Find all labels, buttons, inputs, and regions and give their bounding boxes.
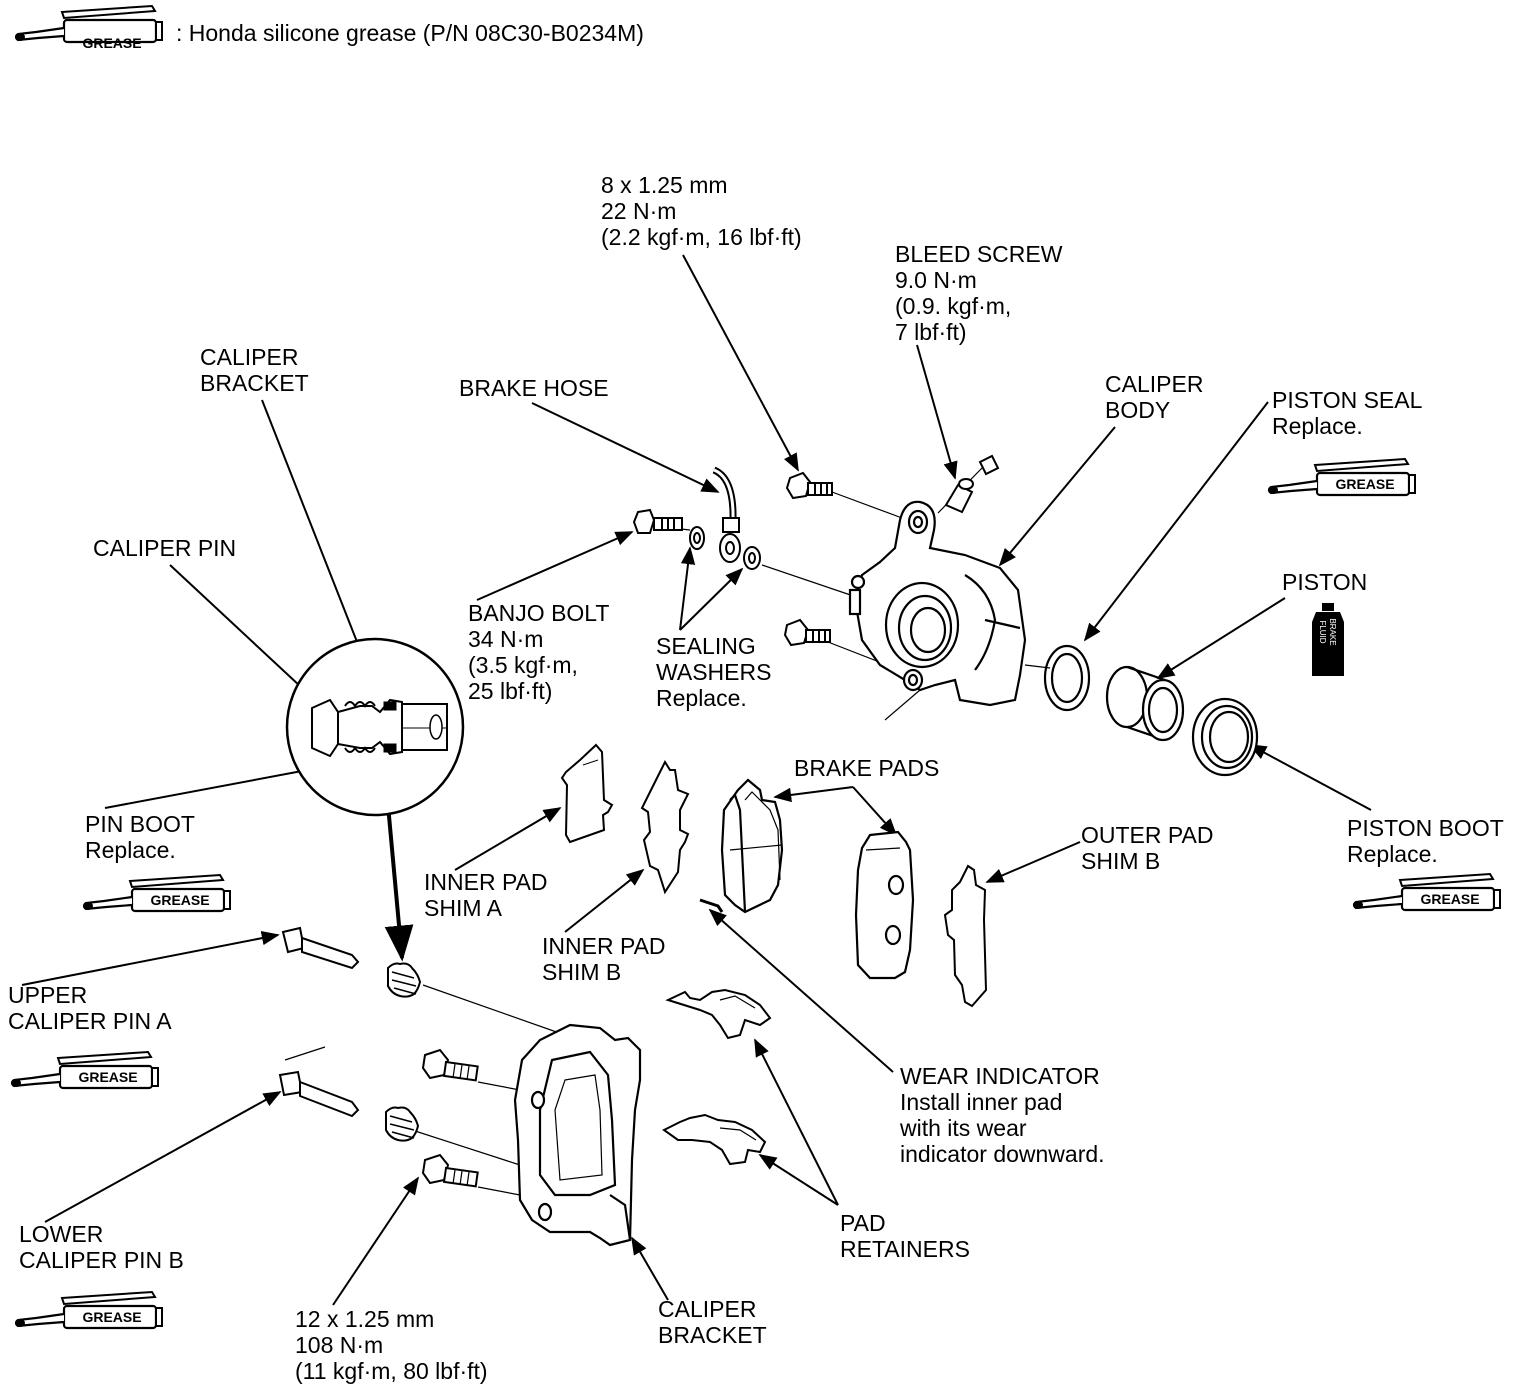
label-inner-pad-shim-b: INNER PAD SHIM B (542, 933, 666, 985)
label-sealing-washers: SEALING WASHERS Replace. (656, 633, 772, 711)
bracket-bolt-lower (421, 1153, 479, 1188)
legend-text: : Honda silicone grease (P/N 08C30-B0234… (176, 20, 644, 46)
grease-icon-lower-pin: GREASE (13, 1290, 164, 1330)
caliper-pin-detail-circle (285, 637, 465, 817)
caliper-body (848, 500, 1027, 707)
label-wear-indicator: WEAR INDICATOR Install inner pad with it… (900, 1063, 1105, 1167)
label-pad-retainers: PAD RETAINERS (840, 1210, 970, 1262)
pin-boot-upper (387, 962, 422, 998)
grease-icon-pin-boot: GREASE (81, 873, 232, 913)
upper-caliper-pin-a (281, 926, 360, 970)
label-lower-caliper-pin-b: LOWER CALIPER PIN B (19, 1221, 184, 1273)
brake-hose (712, 466, 741, 563)
leader-lines (21, 254, 1372, 1306)
label-caliper-pin: CALIPER PIN (93, 535, 237, 561)
label-bolt-8mm: 8 x 1.25 mm 22 N·m (2.2 kgf·m, 16 lbf·ft… (601, 172, 802, 250)
label-brake-pads: BRAKE PADS (794, 755, 940, 781)
label-outer-pad-shim-b: OUTER PAD SHIM B (1081, 822, 1214, 874)
sealing-washers (689, 526, 761, 570)
label-brake-hose: BRAKE HOSE (459, 375, 609, 401)
legend-grease-icon-text: GREASE (82, 35, 141, 51)
piston-boot (1191, 697, 1259, 777)
piston-seal (1043, 644, 1091, 712)
brake-fluid-text-2: FLUID (1318, 620, 1327, 643)
inner-brake-pad (699, 778, 784, 914)
caliper-bracket (513, 1023, 642, 1247)
grease-icon-text: GREASE (1420, 891, 1479, 907)
label-piston-boot: PISTON BOOT Replace. (1347, 815, 1504, 867)
inner-pad-shim-b (640, 759, 690, 895)
label-banjo-bolt: BANJO BOLT 34 N·m (3.5 kgf·m, 25 lbf·ft) (468, 600, 610, 704)
grease-icon-text: GREASE (82, 1309, 141, 1325)
legend-grease-icon: GREASE (13, 4, 164, 51)
pad-retainer-upper (665, 988, 772, 1040)
lower-caliper-pin-b (278, 1070, 360, 1118)
outer-brake-pad (854, 830, 915, 980)
bracket-bolt-upper (421, 1048, 479, 1082)
inner-pad-shim-a (560, 743, 614, 844)
banjo-bolt (632, 508, 683, 534)
grease-icon-text: GREASE (150, 892, 209, 908)
grease-icon-text: GREASE (1335, 476, 1394, 492)
label-bolt-12mm: 12 x 1.25 mm 108 N·m (11 kgf·m, 80 lbf·f… (295, 1306, 488, 1384)
pad-retainer-lower (662, 1113, 767, 1166)
label-upper-caliper-pin-a: UPPER CALIPER PIN A (8, 982, 172, 1034)
label-caliper-bracket-top: CALIPER BRACKET (200, 344, 309, 396)
grease-icon-upper-pin: GREASE (9, 1050, 160, 1090)
label-piston: PISTON (1282, 569, 1368, 595)
label-caliper-bracket-bottom: CALIPER BRACKET (658, 1296, 767, 1348)
bleed-screw (944, 454, 1000, 514)
piston (1105, 665, 1185, 742)
grease-icon-piston-boot: GREASE (1351, 872, 1502, 912)
label-piston-seal: PISTON SEAL Replace. (1272, 387, 1423, 439)
pin-boot-lower (385, 1106, 420, 1142)
grease-icon-text: GREASE (78, 1069, 137, 1085)
label-caliper-body: CALIPER BODY (1105, 371, 1204, 423)
brake-fluid-bottle-icon: BRAKE FLUID (1312, 603, 1344, 676)
caliper-bolt-upper (785, 471, 833, 500)
label-inner-pad-shim-a: INNER PAD SHIM A (424, 869, 548, 921)
label-pin-boot: PIN BOOT Replace. (85, 811, 195, 863)
caliper-bolt-lower (783, 618, 831, 647)
outer-pad-shim-b (943, 864, 988, 1008)
label-bleed-screw: BLEED SCREW 9.0 N·m (0.9. kgf·m, 7 lbf·f… (895, 241, 1063, 345)
brake-fluid-text-1: BRAKE (1328, 618, 1337, 645)
grease-icon-piston-seal: GREASE (1266, 457, 1417, 497)
